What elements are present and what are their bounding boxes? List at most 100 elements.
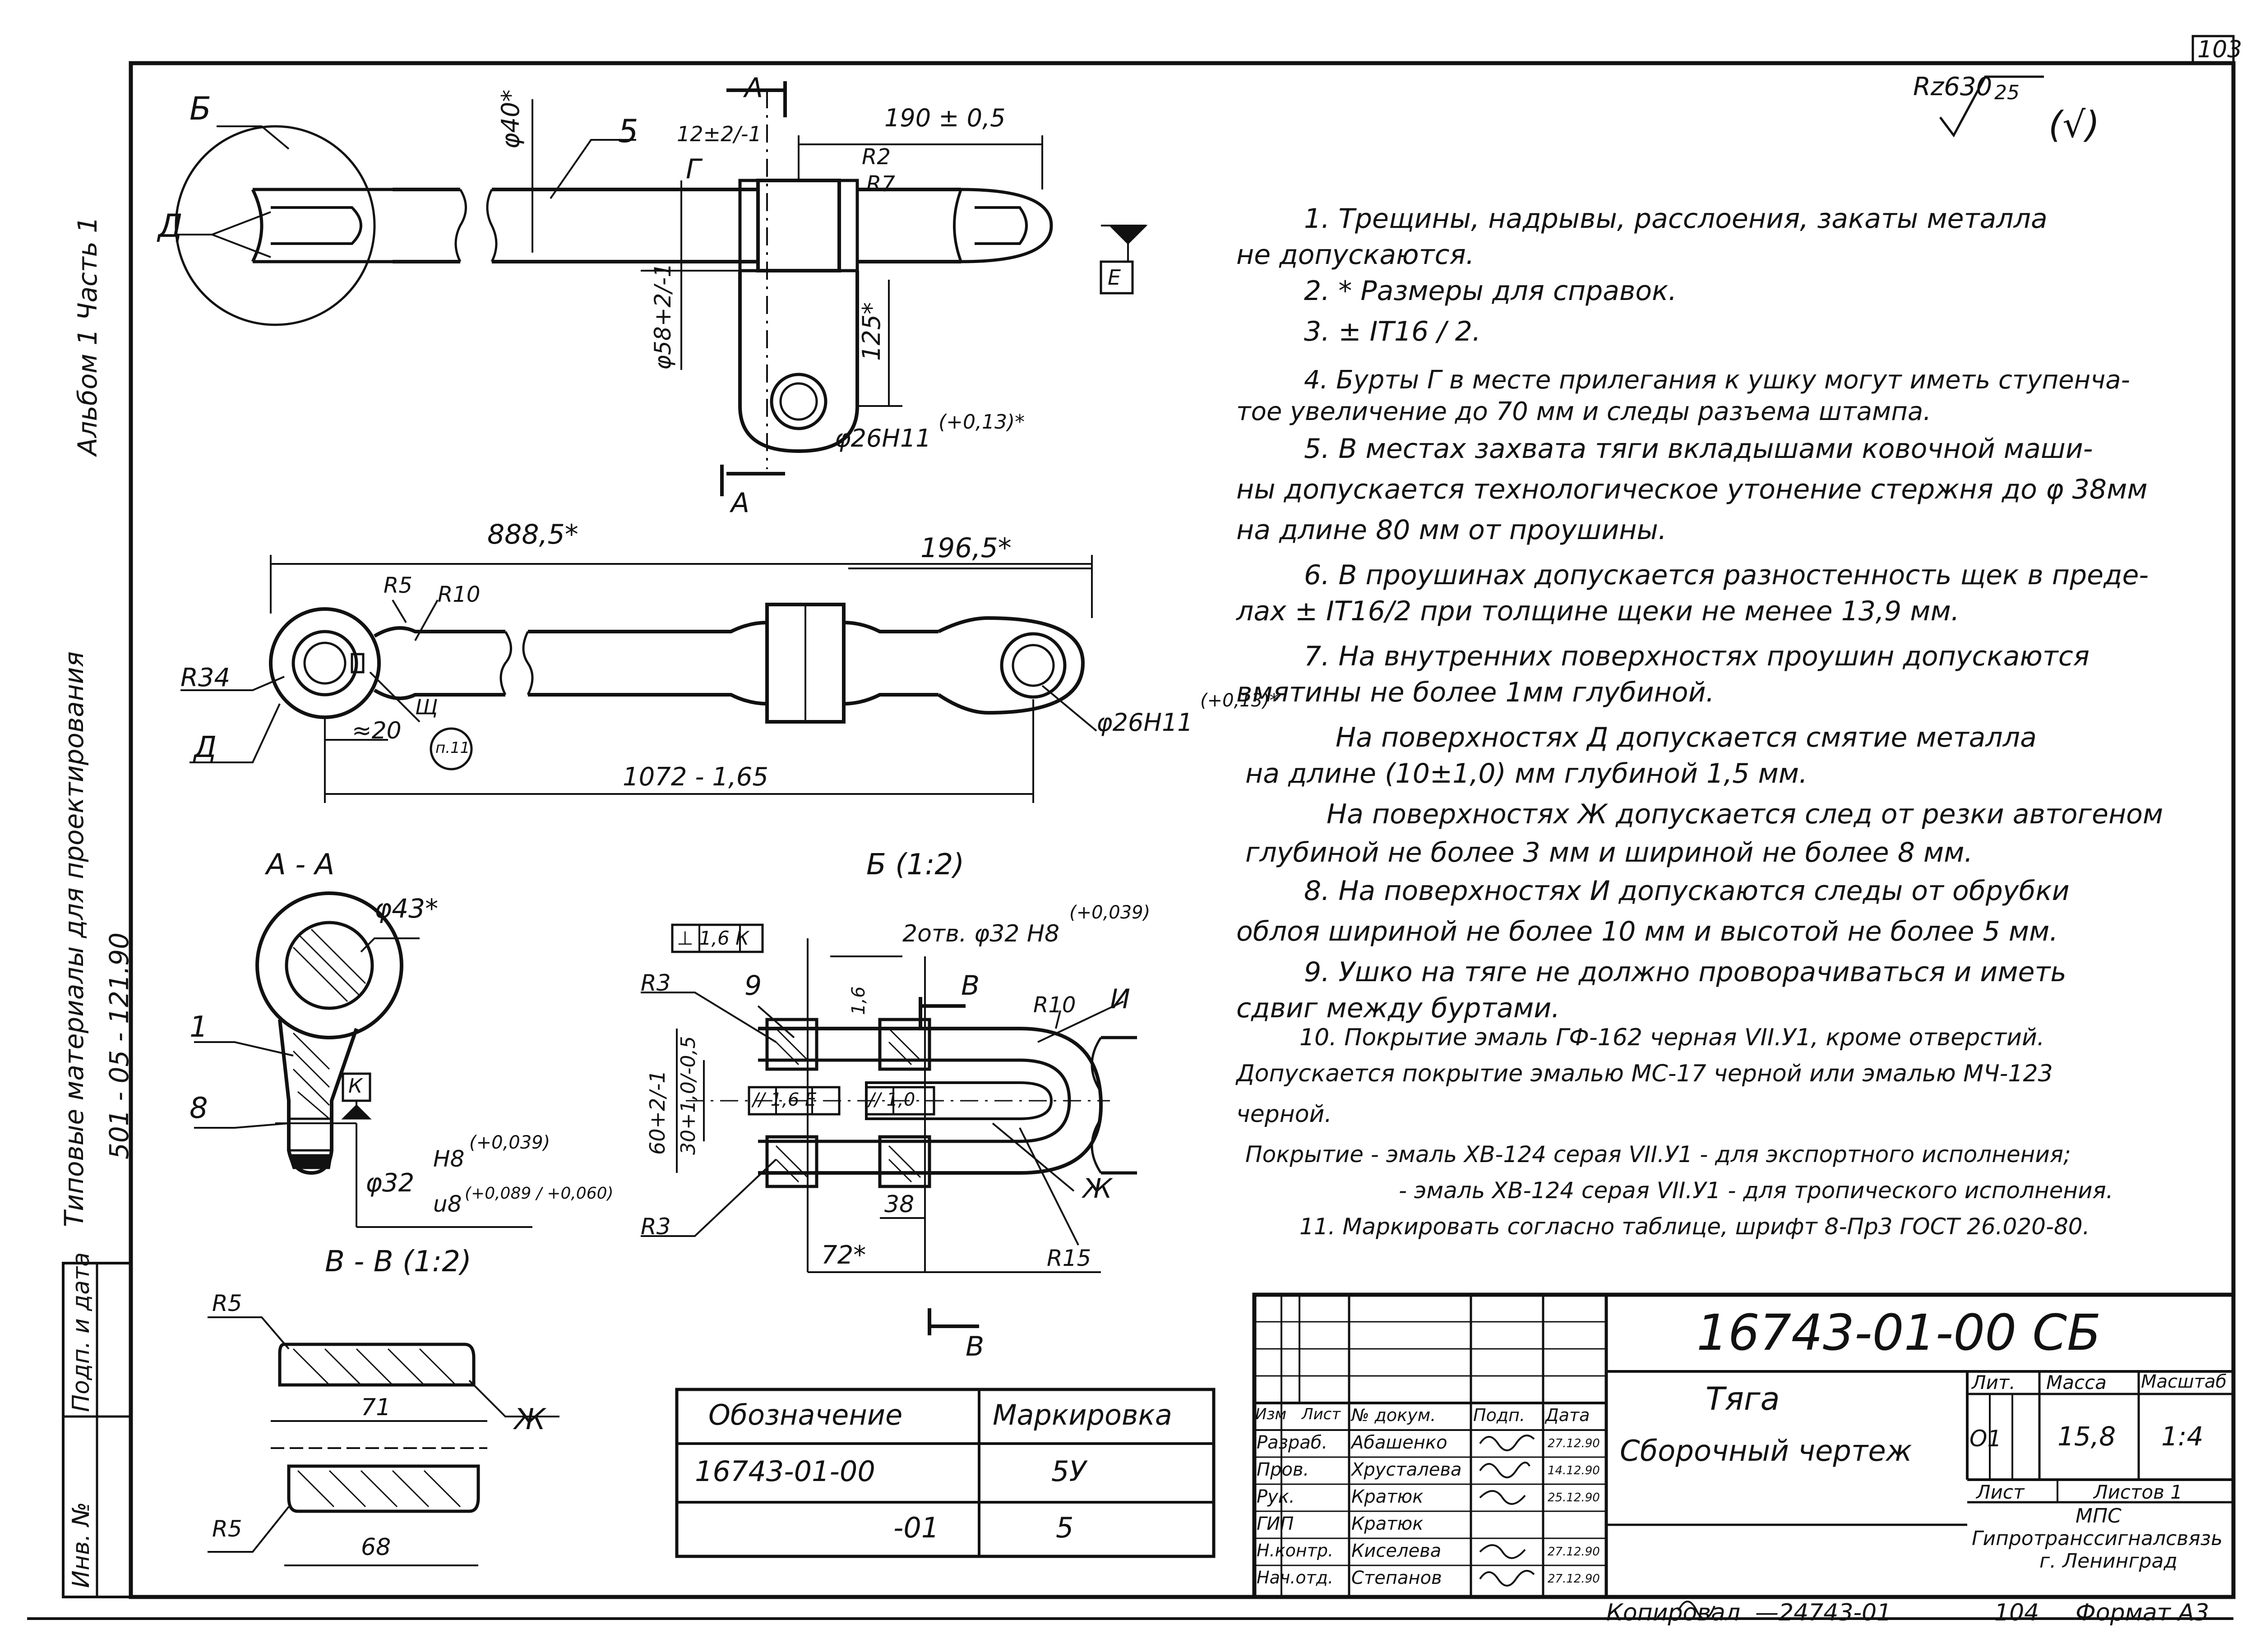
marking-header-designation: Обозначение <box>708 1398 903 1431</box>
label-d-front: Д <box>194 731 217 764</box>
role-head: Рук. <box>1257 1486 1295 1507</box>
section-vv-geometry <box>208 1316 559 1566</box>
label-5: 5 <box>618 113 638 150</box>
name-gip: Кратюк <box>1351 1514 1424 1534</box>
role-checker: Пров. <box>1257 1459 1309 1480</box>
dim-phi26-front-tol: (+0,13)* <box>1200 690 1279 711</box>
dim-r5-vv-bottom: R5 <box>212 1516 242 1542</box>
date-norm-control: 27.12.90 <box>1548 1545 1600 1559</box>
label-d-top: Д <box>158 208 183 245</box>
note-line: 9. Ушко на тяге не должно проворачиватьс… <box>1304 956 2066 988</box>
view-b-geometry <box>641 923 1137 1335</box>
dim-r7: R7 <box>866 171 895 197</box>
org-city: г. Ленинград <box>2039 1550 2177 1573</box>
note-line: не допускаются. <box>1236 239 1475 271</box>
col-header-date: Дата <box>1545 1405 1590 1425</box>
top-view-geometry <box>175 81 1148 496</box>
dim-u8: u8 <box>433 1191 462 1217</box>
col-header-doc: № докум. <box>1351 1405 1436 1425</box>
note-line: 5. В местах захвата тяги вкладышами ково… <box>1304 433 2093 465</box>
page-number: 103 <box>2197 36 2242 63</box>
sheets-label: Листов 1 <box>2094 1481 2182 1503</box>
dim-12: 12±2/-1 <box>677 122 762 146</box>
marking-row-1-marking: 5У <box>1051 1455 1086 1488</box>
note-line: На поверхностях Ж допускается след от ре… <box>1327 798 2164 830</box>
section-aa-geometry <box>194 891 532 1228</box>
label-i: И <box>1110 983 1130 1015</box>
lit-label: Лит. <box>1972 1371 2016 1394</box>
dim-phi43: φ43* <box>374 893 439 924</box>
dim-phi26-top: φ26Н11 <box>835 424 931 452</box>
roughness-value: Rz630 <box>1913 72 1992 102</box>
view-b-title: Б (1:2) <box>866 848 965 881</box>
dim-20: ≈20 <box>352 717 402 744</box>
inv-no-label: Инв. № <box>68 1502 95 1588</box>
org-institute: Гипротранссигналсвязь <box>1972 1527 2223 1550</box>
note-line: вмятины не более 1мм глубиной. <box>1236 677 1715 708</box>
dim-phi40: φ40* <box>496 89 525 149</box>
dim-196: 196,5* <box>920 532 1012 564</box>
note-line: - эмаль ХВ-124 серая VII.У1 - для тропич… <box>1399 1177 2113 1204</box>
role-dept-head: Нач.отд. <box>1257 1568 1334 1587</box>
note-line: 8. На поверхностях И допускаются следы о… <box>1304 875 2070 907</box>
label-g: Г <box>686 153 701 185</box>
marking-header-marking: Маркировка <box>993 1398 1172 1431</box>
doc-number: 16743-01-00 СБ <box>1697 1304 2101 1361</box>
holes-tol: (+0,039) <box>1069 902 1151 923</box>
note-line: Покрытие - эмаль ХВ-124 серая VII.У1 - д… <box>1245 1141 2071 1167</box>
name-head: Кратюк <box>1351 1486 1424 1507</box>
dim-r34: R34 <box>180 663 231 692</box>
note-line: ны допускается технологическое утонение … <box>1236 474 2148 505</box>
marking-row-2-marking: 5 <box>1056 1511 1074 1544</box>
note-line: 1. Трещины, надрывы, расслоения, закаты … <box>1304 203 2048 235</box>
label-9: 9 <box>744 970 762 1001</box>
section-aa-title: А - А <box>266 848 335 881</box>
dim-1-6: 1,6 <box>848 986 869 1015</box>
name-developer: Абашенко <box>1351 1432 1447 1453</box>
dim-30: 30+1,0/-0,5 <box>677 1036 700 1155</box>
dim-u8-tol: (+0,089 / +0,060) <box>465 1184 614 1203</box>
marking-row-2-designation: -01 <box>893 1511 939 1544</box>
label-shch: Щ <box>415 695 438 719</box>
roughness-sub: 25 <box>1994 81 2020 104</box>
mass-label: Масса <box>2046 1371 2107 1394</box>
role-developer: Разраб. <box>1257 1432 1328 1453</box>
parallel-1-0: // 1,0 <box>869 1089 915 1110</box>
dim-r2: R2 <box>862 144 891 170</box>
roughness-check: (√) <box>2048 104 2100 146</box>
note-line: Допускается покрытие эмалью МС-17 черной… <box>1236 1060 2053 1087</box>
signatures <box>1479 1435 1715 1620</box>
name-dept-head: Степанов <box>1351 1568 1442 1588</box>
sheet-frame <box>129 61 2236 1599</box>
note-line: облоя шириной не более 10 мм и высотой н… <box>1236 916 2058 947</box>
label-8: 8 <box>190 1092 208 1125</box>
note-line: лах ± IT16/2 при толщине щеки не менее 1… <box>1236 595 1960 627</box>
note-line: 2. * Размеры для справок. <box>1304 275 1677 307</box>
front-view-geometry <box>180 555 1097 803</box>
dim-r5-vv-top: R5 <box>212 1290 242 1316</box>
title-block-geometry <box>1252 1292 2236 1599</box>
detail-circle-b <box>175 125 376 326</box>
section-a-top: А <box>744 72 763 104</box>
dim-r5-front: R5 <box>384 573 412 598</box>
album-label: Альбом 1 Часть 1 <box>72 216 103 456</box>
col-header-sign: Подп. <box>1473 1405 1526 1425</box>
marking-table-geometry <box>675 1388 1216 1558</box>
mass-value: 15,8 <box>2057 1421 2116 1452</box>
dim-h8-tol: (+0,039) <box>469 1132 550 1153</box>
note-line: тое увеличение до 70 мм и следы разъема … <box>1236 397 1931 426</box>
col-header-izm: Изм <box>1255 1405 1287 1423</box>
dim-1072: 1072 - 1,65 <box>623 762 769 792</box>
org-ministry: МПС <box>2076 1504 2122 1527</box>
note-line: черной. <box>1236 1101 1332 1128</box>
col-header-list: Лист <box>1302 1405 1341 1423</box>
dim-71: 71 <box>361 1394 391 1421</box>
role-gip: ГИП <box>1257 1514 1294 1534</box>
dim-72: 72* <box>821 1241 866 1270</box>
note-line: 3. ± IT16 / 2. <box>1304 316 1481 347</box>
name-norm-control: Киселева <box>1351 1541 1442 1561</box>
note-line: На поверхностях Д допускается смятие мет… <box>1336 722 2037 753</box>
dim-phi32: φ32 <box>365 1168 415 1198</box>
page-number-box <box>2191 35 2235 65</box>
